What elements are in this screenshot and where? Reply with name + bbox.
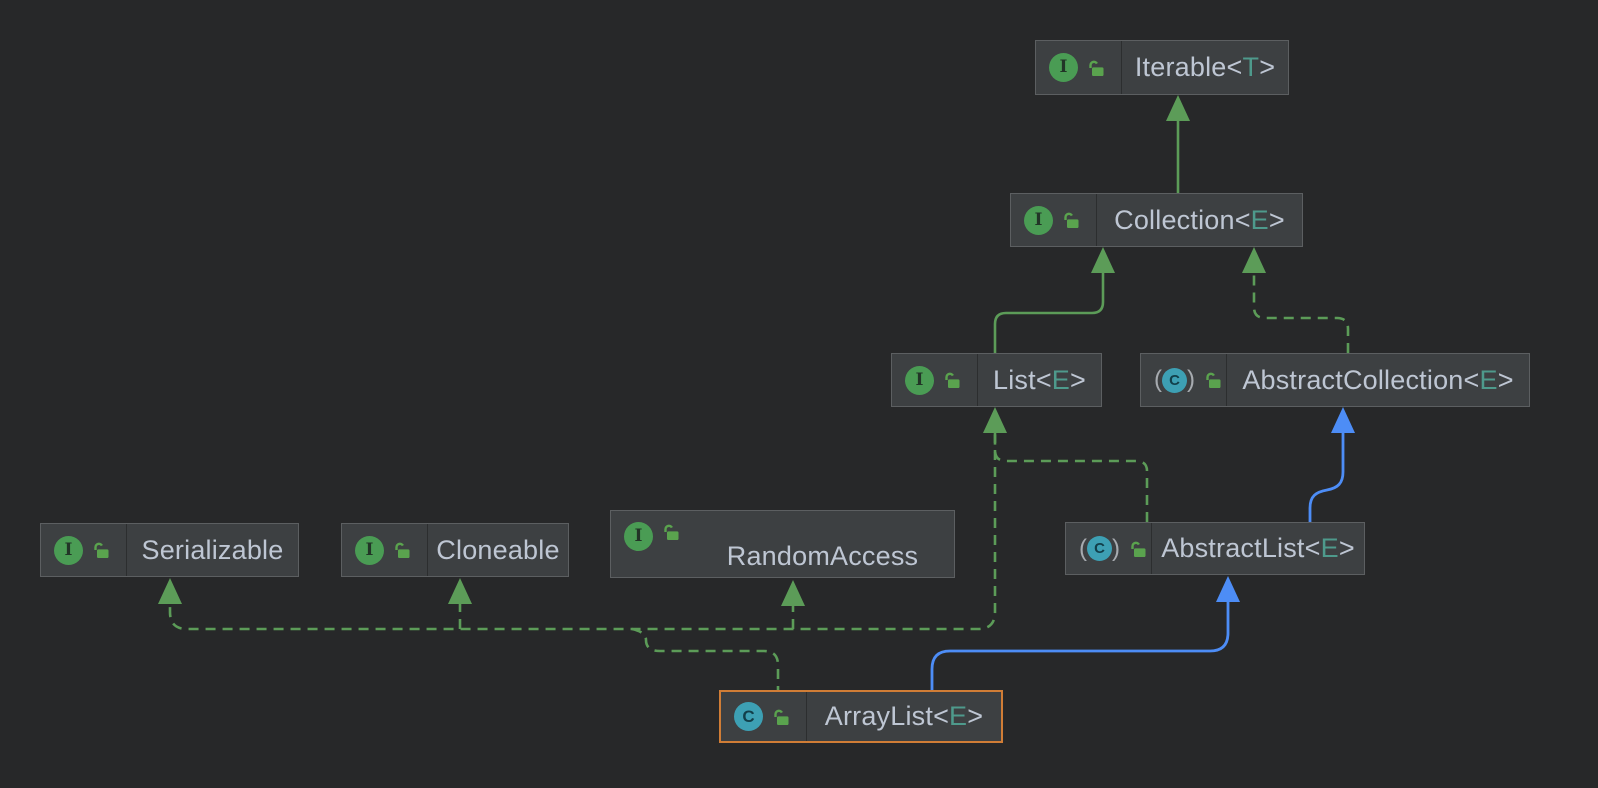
class-name-label: List<E> [993, 364, 1086, 395]
node-icon-cell: I [41, 524, 127, 576]
unlocked-public-icon [664, 524, 679, 540]
unlocked-public-icon [395, 542, 410, 558]
node-icon-cell: I [1011, 194, 1097, 246]
arrowhead [1242, 247, 1266, 273]
class-icon: C [734, 702, 763, 731]
interface-icon: I [624, 522, 653, 551]
class-name-label: Collection<E> [1114, 204, 1285, 235]
unlocked-public-icon [1131, 541, 1146, 557]
edge-collection-extends-iterable[interactable] [1166, 95, 1190, 193]
class-name-label: RandomAccess [726, 540, 919, 571]
node-icon-cell: C [721, 692, 807, 741]
arrowhead [1216, 576, 1240, 602]
unlocked-public-icon [1089, 60, 1104, 76]
unlocked-public-icon [94, 542, 109, 558]
edge-abstractlist-implements-list[interactable] [983, 407, 1149, 522]
edge-abstractcollection-implements-collection[interactable] [1242, 247, 1350, 353]
node-icon-cell: I [611, 511, 697, 577]
interface-icon: I [1049, 53, 1078, 82]
unlocked-public-icon [945, 372, 960, 388]
unlocked-public-icon [1206, 372, 1221, 388]
class-node-randomaccess[interactable]: I RandomAccess [610, 510, 955, 578]
arrowhead [781, 580, 805, 606]
class-name-label: Iterable<T> [1134, 52, 1276, 82]
class-node-cloneable[interactable]: I Cloneable [341, 523, 569, 577]
class-node-serializable[interactable]: I Serializable [40, 523, 299, 577]
class-node-abstractcollection[interactable]: (C) AbstractCollection<E> [1140, 353, 1530, 407]
node-icon-cell: I [892, 354, 978, 406]
unlocked-public-icon [774, 709, 789, 725]
class-node-abstractlist[interactable]: (C) AbstractList<E> [1065, 522, 1365, 575]
edge-arraylist-implements-interfaces[interactable] [158, 433, 997, 690]
class-node-list[interactable]: I List<E> [891, 353, 1102, 407]
arrowhead [1331, 407, 1355, 433]
node-icon-cell: (C) [1066, 523, 1152, 574]
edge-list-extends-collection[interactable] [993, 247, 1115, 353]
class-name-label: AbstractCollection<E> [1242, 364, 1514, 395]
arrowhead [1091, 247, 1115, 273]
abstract-class-icon: (C) [1079, 534, 1120, 562]
unlocked-public-icon [1064, 212, 1079, 228]
arrowhead [448, 578, 472, 604]
node-icon-cell: I [342, 524, 428, 576]
edge-abstractlist-extends-abstractcollection[interactable] [1308, 407, 1355, 522]
node-icon-cell: (C) [1141, 354, 1227, 406]
class-node-collection[interactable]: I Collection<E> [1010, 193, 1303, 247]
class-node-iterable[interactable]: I Iterable<T> [1035, 40, 1289, 95]
class-name-label: AbstractList<E> [1161, 533, 1355, 563]
arrowhead [158, 578, 182, 604]
interface-icon: I [1024, 205, 1053, 235]
class-node-arraylist[interactable]: C ArrayList<E> [719, 690, 1003, 743]
arrowhead [1166, 95, 1190, 121]
class-name-label: ArrayList<E> [824, 701, 984, 731]
class-name-label: Cloneable [436, 534, 560, 565]
node-icon-cell: I [1036, 41, 1122, 94]
interface-icon: I [54, 535, 83, 565]
edge-arraylist-extends-abstractlist[interactable] [930, 576, 1240, 690]
abstract-class-icon: (C) [1154, 366, 1195, 393]
interface-icon: I [355, 535, 384, 565]
interface-icon: I [905, 365, 934, 395]
class-name-label: Serializable [141, 534, 284, 565]
arrowhead [983, 407, 1007, 433]
